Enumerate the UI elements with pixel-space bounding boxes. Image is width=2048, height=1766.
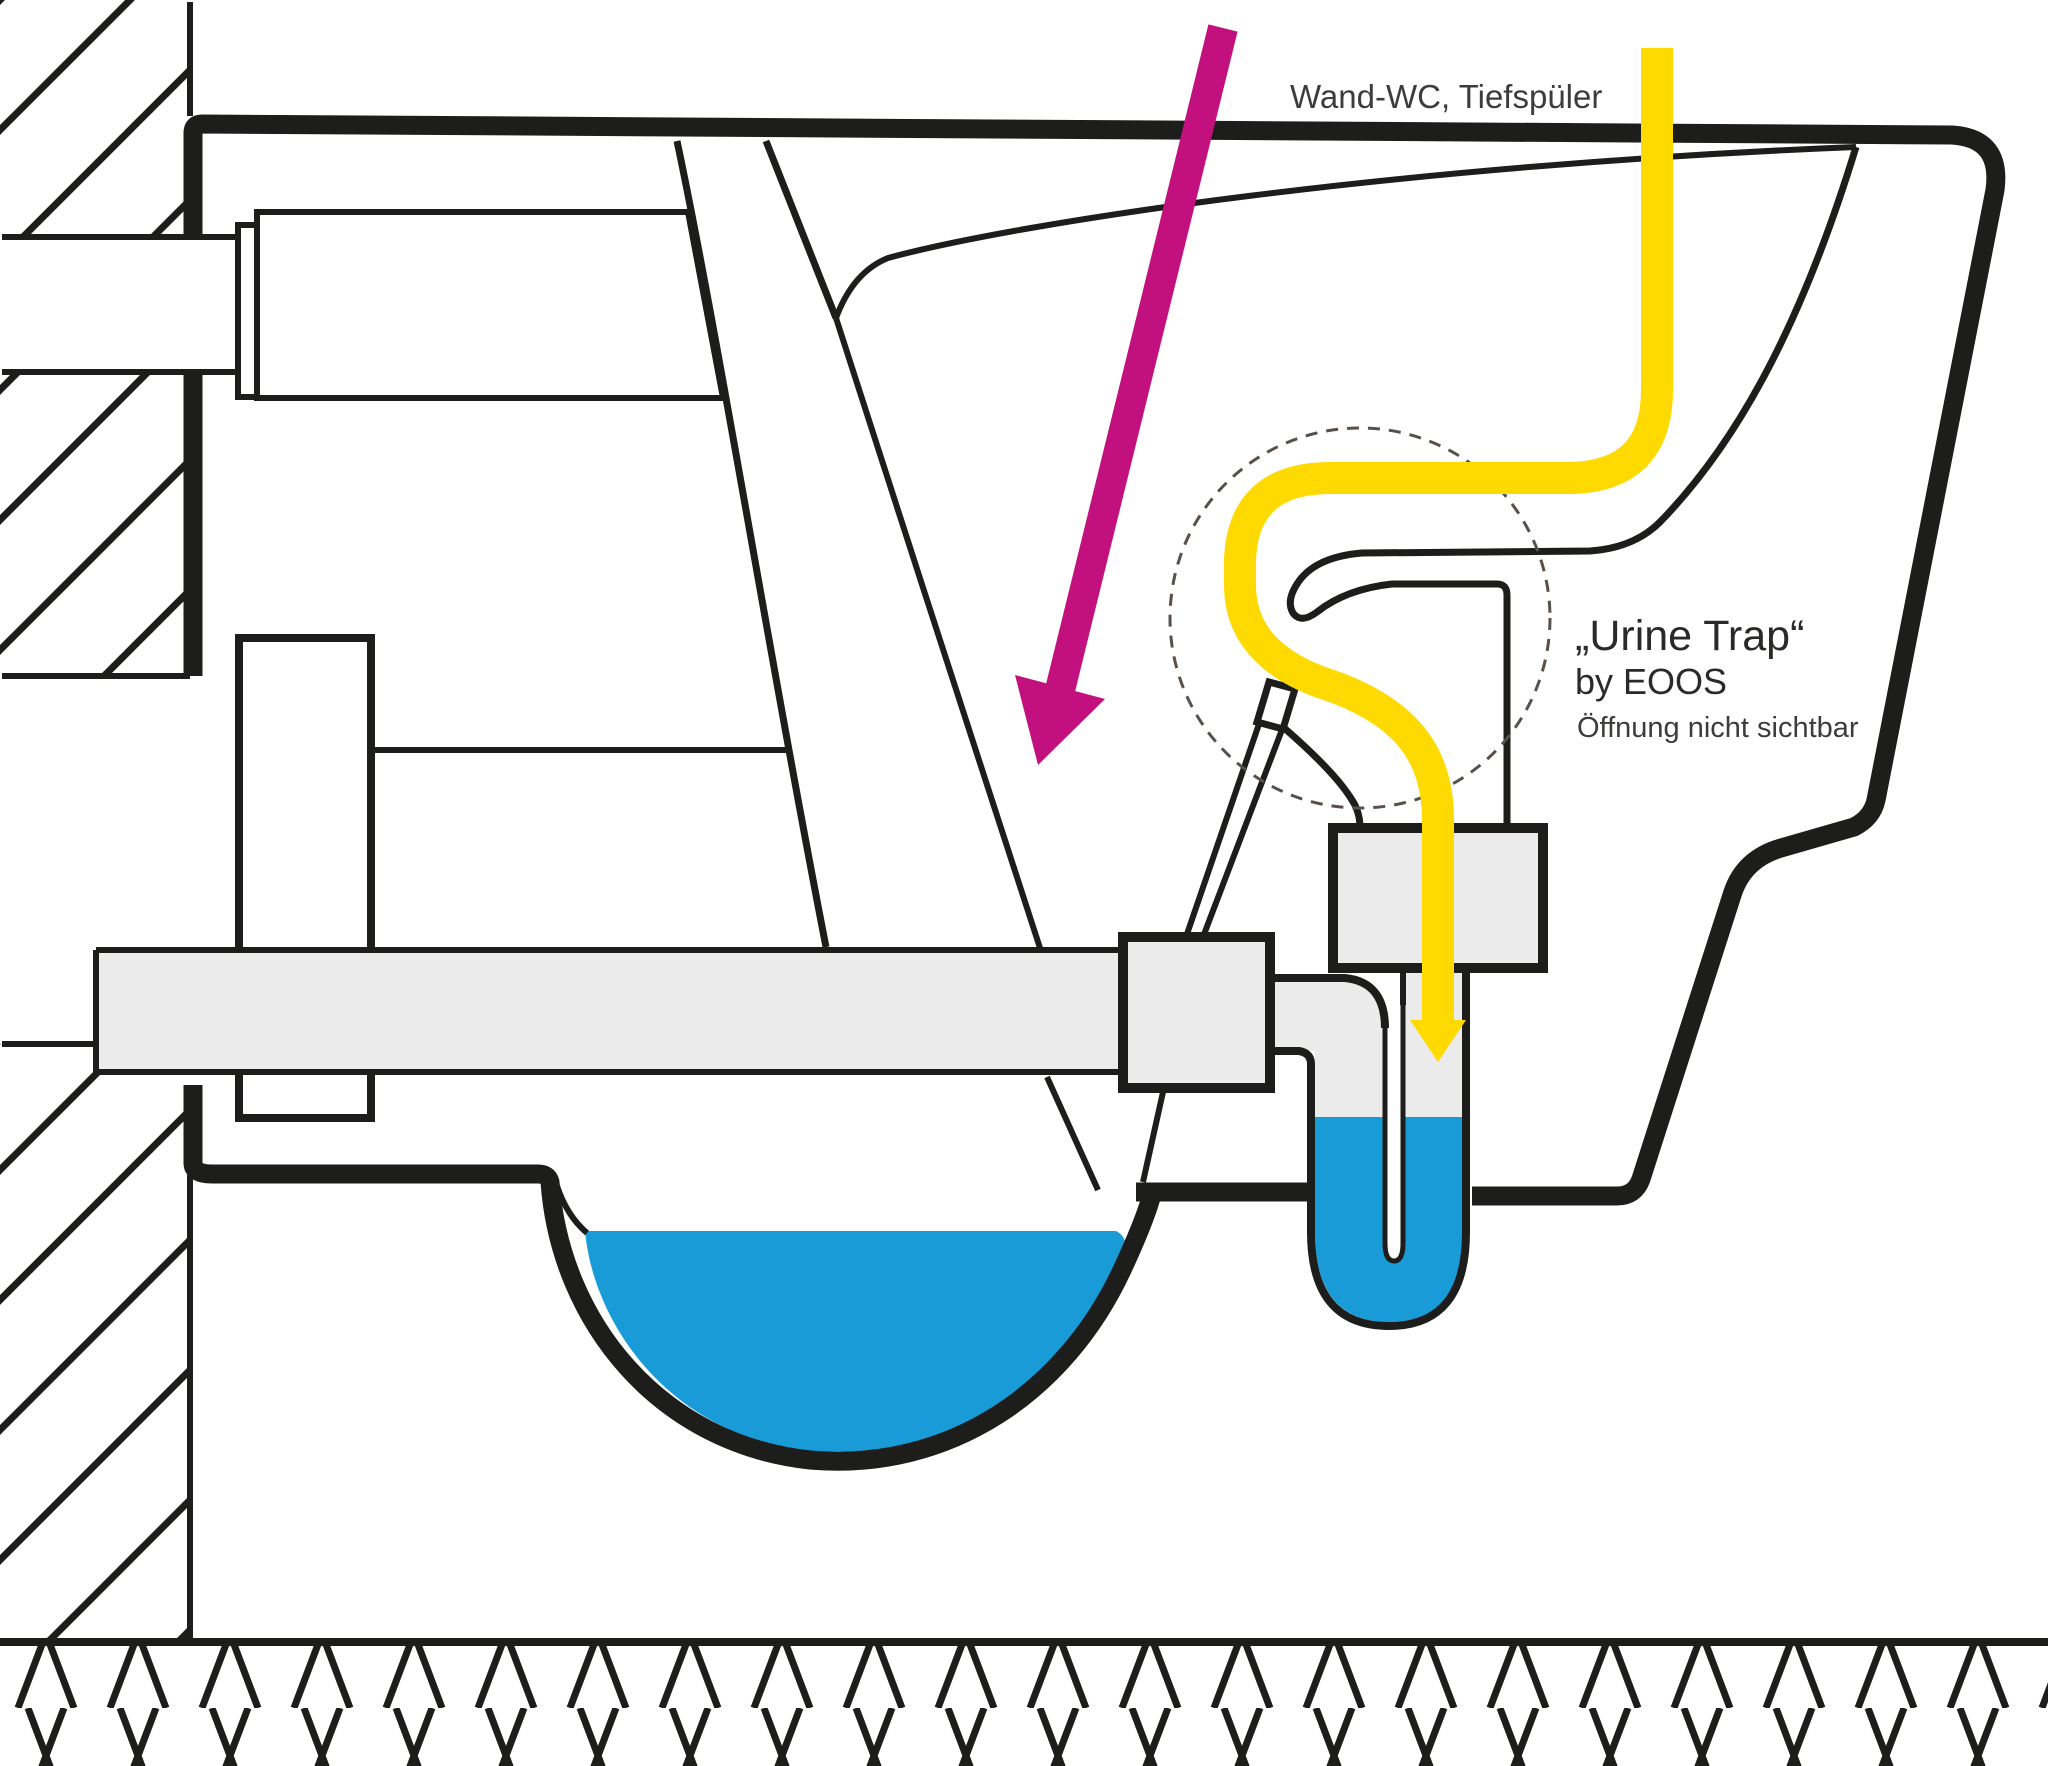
rim-back-line [833, 144, 1857, 320]
outline-bowl-arc [183, 1085, 1163, 1471]
flush-pipe-body [254, 209, 727, 401]
drain-pipe-edges [93, 947, 1206, 1075]
wall-opening-flush-pipe [0, 237, 192, 372]
valve-rod-line-right [1200, 725, 1286, 939]
urine-flow-arrow-icon [1224, 48, 1673, 1062]
urine-trap-byline: by EOOS [1575, 661, 1727, 702]
bowl-water [585, 1231, 1126, 1452]
ground-hatching [0, 1646, 2048, 1766]
urine-trap-note: Öffnung nicht sichtbar [1577, 712, 1859, 744]
flush-arrow-head [1015, 675, 1105, 765]
trap-inlet-lip-line [1286, 145, 1860, 827]
urine-arrow-path [1224, 48, 1673, 1022]
trap-zone-dashed-circle-icon [1168, 426, 1552, 810]
funnel-left-line [673, 140, 830, 948]
drain-assembly [93, 823, 1548, 1331]
urine-trap-title: „Urine Trap“ [1575, 612, 1804, 660]
trap-valve-mechanism [1140, 677, 1364, 1183]
funnel-right-line [833, 317, 1043, 949]
valve-rod-line-left [1140, 723, 1262, 1183]
trap-outlines [1268, 968, 1470, 1331]
trap-u-outline [1268, 968, 1470, 1331]
trap-channel-wall [1280, 724, 1364, 829]
wall-section [0, 0, 238, 1642]
flush-water-arrow-icon [1015, 24, 1238, 765]
urine-inner-tube [1382, 1000, 1406, 1264]
trap-elbow-gray [1268, 978, 1383, 1117]
outlet-weir-line [1044, 1075, 1101, 1192]
outline-top-right [183, 114, 2006, 1206]
trap-elbow-outer-wall [1268, 974, 1389, 1029]
ceramic-inner-lines [673, 139, 1860, 1192]
flush-arrow-shaft [1045, 24, 1238, 694]
wall-wc-label: Wand-WC, Tiefspüler [1290, 78, 1602, 115]
pipe-connector-block [1118, 932, 1275, 1093]
drain-niche-edges [2, 673, 190, 1047]
rim-notch-line [762, 139, 840, 320]
flush-pipe-coupling [235, 222, 260, 400]
drain-pipe-horizontal [96, 950, 1206, 1072]
toilet-outline [183, 114, 2006, 1471]
valve-flag [1252, 677, 1300, 734]
ground-section [0, 1638, 2048, 1766]
flush-pipe [235, 209, 727, 401]
urine-arrow-head [1410, 1020, 1466, 1062]
